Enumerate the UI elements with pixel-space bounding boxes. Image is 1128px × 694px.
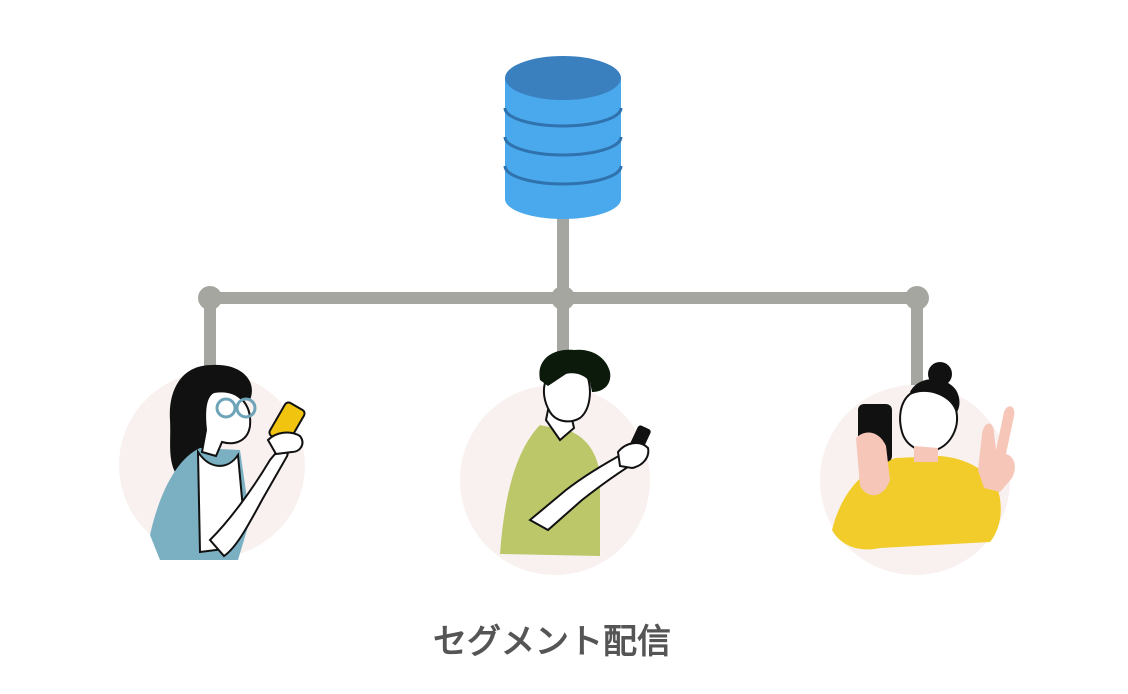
diagram-caption: セグメント配信 [433,622,671,662]
database-icon [503,56,623,219]
user-woman-glasses-phone [119,364,306,560]
junction-nodes [198,286,929,310]
junction-node-right [905,286,929,310]
junction-node-center [551,286,575,310]
user-woman-phone-peace-sign [820,362,1015,575]
user-man-phone [460,349,651,575]
junction-node-left [198,286,222,310]
